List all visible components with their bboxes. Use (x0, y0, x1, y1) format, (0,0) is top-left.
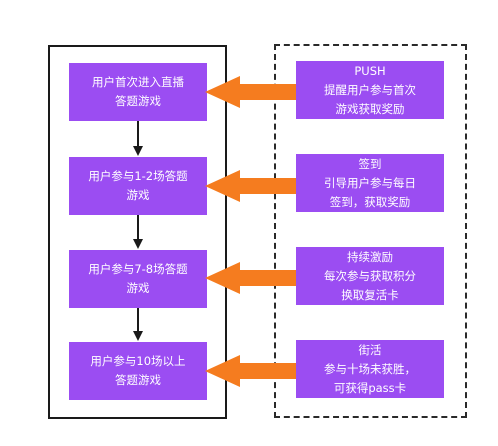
step-4-line1: 用户参与10场以上 (90, 354, 186, 368)
note-3-line2: 每次参与获取积分 (324, 268, 416, 283)
note-box-1: PUSH 提醒用户参与首次 游戏获取奖励 (296, 61, 444, 119)
note-2-line2: 引导用户参与每日 (324, 175, 416, 190)
note-1-line3: 游戏获取奖励 (335, 101, 405, 116)
note-box-4: 街活 参与十场未获胜， 可获得pass卡 (296, 340, 444, 398)
step-box-4: 用户参与10场以上 答题游戏 (69, 342, 207, 400)
step-3-line1: 用户参与7-8场答题 (88, 262, 188, 276)
step-box-3: 用户参与7-8场答题 游戏 (69, 250, 207, 308)
note-1-line1: PUSH (354, 63, 386, 78)
incentive-frame (274, 44, 467, 418)
user-journey-frame (48, 45, 227, 419)
step-3-line2: 游戏 (126, 281, 150, 295)
note-3-line3: 换取复活卡 (341, 287, 399, 302)
note-3-line1: 持续激励 (347, 249, 393, 264)
step-1-line1: 用户首次进入直播 (92, 75, 184, 89)
note-2-line1: 签到 (358, 156, 382, 171)
note-4-line1: 街活 (358, 342, 382, 357)
note-box-3: 持续激励 每次参与获取积分 换取复活卡 (296, 247, 444, 305)
step-box-1: 用户首次进入直播 答题游戏 (69, 63, 207, 121)
note-2-line3: 签到，获取奖励 (329, 194, 411, 209)
step-2-line2: 游戏 (126, 188, 150, 202)
step-2-line1: 用户参与1-2场答题 (88, 169, 188, 183)
note-4-line2: 参与十场未获胜， (324, 361, 416, 376)
step-1-line2: 答题游戏 (115, 94, 161, 108)
note-1-line2: 提醒用户参与首次 (324, 82, 416, 97)
note-box-2: 签到 引导用户参与每日 签到，获取奖励 (296, 154, 444, 212)
step-box-2: 用户参与1-2场答题 游戏 (69, 157, 207, 215)
step-4-line2: 答题游戏 (114, 373, 161, 387)
note-4-line3: 可获得pass卡 (333, 380, 407, 395)
